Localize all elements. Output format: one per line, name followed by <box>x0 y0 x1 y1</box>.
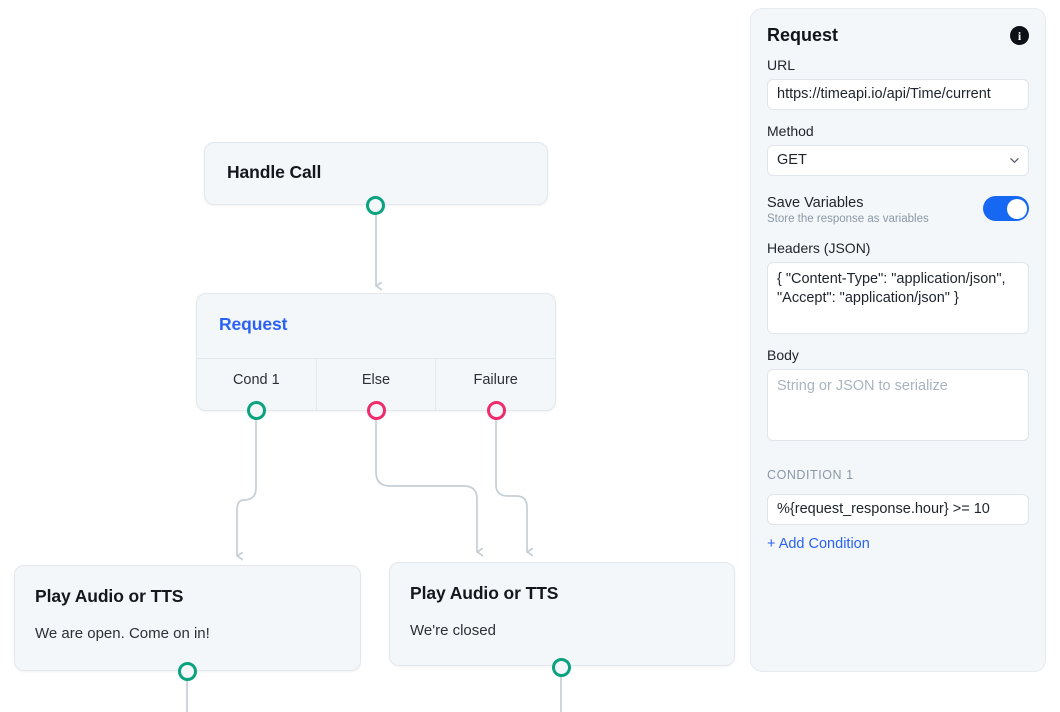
url-field-group: URL https://timeapi.io/api/Time/current <box>767 57 1029 110</box>
save-variables-toggle[interactable] <box>983 196 1029 221</box>
request-properties-panel: Request i URL https://timeapi.io/api/Tim… <box>750 8 1046 672</box>
condition-section-label: CONDITION 1 <box>767 468 854 482</box>
panel-title: Request <box>767 25 839 45</box>
edge-cond1-playopen <box>236 418 257 556</box>
output-cell-cond-1[interactable]: Cond 1 <box>197 359 316 410</box>
output-label-cond-1: Cond 1 <box>232 372 280 388</box>
toggle-knob <box>1006 198 1027 219</box>
port-request-cond-1[interactable] <box>247 401 266 420</box>
port-handle-call-output[interactable] <box>366 196 385 215</box>
port-play-audio-closed-output[interactable] <box>552 658 571 677</box>
edge-else-playclosed <box>375 418 477 552</box>
body-field-group: Body <box>767 347 1029 446</box>
node-request-title: Request <box>219 314 288 334</box>
node-play-audio-closed-subtitle: We're closed <box>410 622 496 639</box>
port-play-audio-open-output[interactable] <box>178 662 197 681</box>
node-play-audio-open[interactable]: Play Audio or TTS We are open. Come on i… <box>14 565 361 671</box>
add-condition-button[interactable]: + Add Condition <box>767 536 870 552</box>
node-request-outputs: Cond 1 Else Failure <box>197 359 555 410</box>
node-play-audio-closed[interactable]: Play Audio or TTS We're closed <box>389 562 735 666</box>
headers-field-group: Headers (JSON) { "Content-Type": "applic… <box>767 240 1029 334</box>
method-label: Method <box>767 123 814 139</box>
condition-1-input[interactable]: %{request_response.hour} >= 10 <box>767 494 1029 525</box>
body-input[interactable] <box>767 369 1029 441</box>
method-field-group: Method GET <box>767 123 1029 176</box>
save-variables-label: Save Variables <box>767 195 864 211</box>
url-label: URL <box>767 57 796 73</box>
method-select[interactable]: GET <box>767 145 1029 176</box>
node-play-audio-open-title: Play Audio or TTS <box>35 586 184 606</box>
output-label-else: Else <box>361 372 391 388</box>
url-input[interactable]: https://timeapi.io/api/Time/current <box>767 79 1029 110</box>
node-request[interactable]: Request Cond 1 Else Failure <box>196 293 556 411</box>
panel-header: Request i <box>767 25 1029 46</box>
port-request-failure[interactable] <box>487 401 506 420</box>
node-request-header: Request <box>197 294 555 359</box>
save-variables-help: Store the response as variables <box>767 213 929 225</box>
save-variables-row: Save Variables Store the response as var… <box>767 194 1029 225</box>
port-request-else[interactable] <box>367 401 386 420</box>
body-label: Body <box>767 347 799 363</box>
flow-canvas[interactable]: Handle Call Request Cond 1 Else Failure … <box>0 0 748 712</box>
headers-input[interactable]: { "Content-Type": "application/json", "A… <box>767 262 1029 334</box>
node-play-audio-closed-title: Play Audio or TTS <box>410 583 559 603</box>
info-icon[interactable]: i <box>1010 26 1029 45</box>
node-handle-call-title: Handle Call <box>227 162 322 182</box>
output-cell-failure[interactable]: Failure <box>435 359 555 410</box>
node-play-audio-open-subtitle: We are open. Come on in! <box>35 625 210 642</box>
output-label-failure: Failure <box>473 372 518 388</box>
edge-failure-playclosed <box>495 418 527 552</box>
output-cell-else[interactable]: Else <box>315 359 436 410</box>
headers-label: Headers (JSON) <box>767 240 871 256</box>
